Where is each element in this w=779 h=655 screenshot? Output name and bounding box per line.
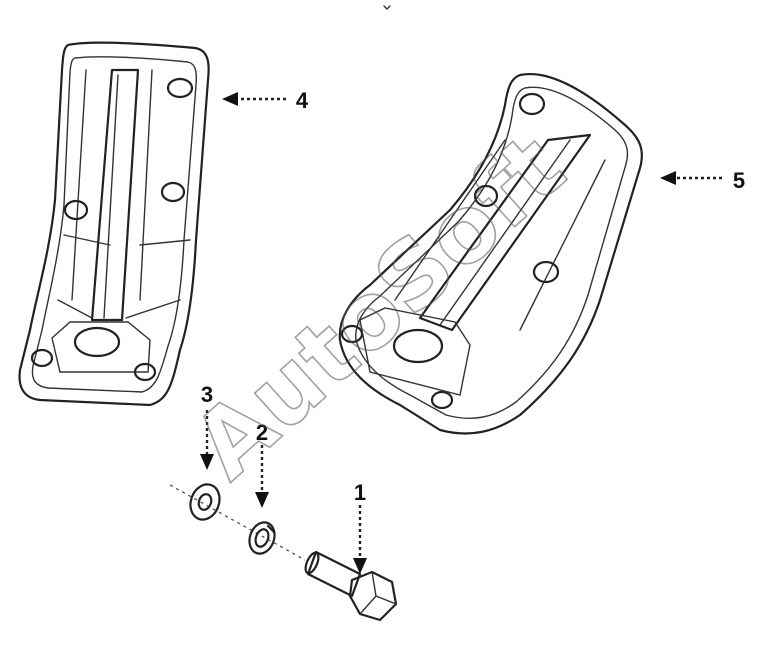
callout-arrow-3 xyxy=(200,410,214,470)
callout-arrow-2 xyxy=(255,445,269,508)
callout-arrow-1 xyxy=(353,505,367,574)
callout-label-4: 4 xyxy=(296,88,309,113)
watermark-text: AutoSoft xyxy=(173,114,584,500)
bolt xyxy=(304,550,398,622)
right-bracket xyxy=(338,73,643,435)
callout-label-2: 2 xyxy=(256,420,268,445)
callout-arrow-4 xyxy=(222,92,286,106)
callout-label-3: 3 xyxy=(201,382,213,407)
callout-arrow-5 xyxy=(660,171,722,185)
lock-washer xyxy=(248,521,276,555)
callout-label-1: 1 xyxy=(354,480,366,505)
assembly-axis xyxy=(169,484,306,561)
left-bracket xyxy=(18,41,210,407)
callout-label-5: 5 xyxy=(733,168,745,193)
top-mark xyxy=(383,5,391,10)
flat-washer xyxy=(189,483,221,521)
